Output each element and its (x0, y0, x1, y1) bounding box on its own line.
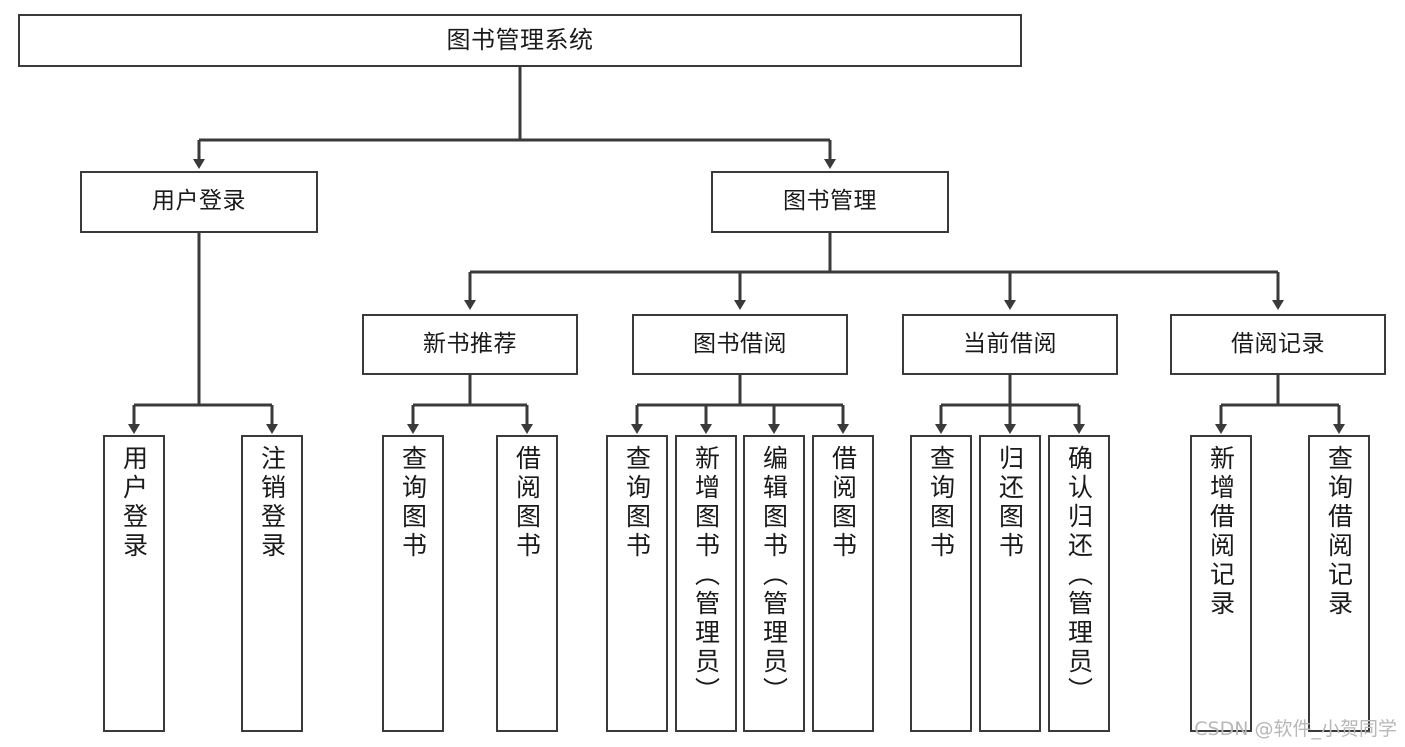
node-leaf-query-book-2[interactable]: 查询图书 (606, 435, 668, 732)
node-leaf-edit-book[interactable]: 编辑图书（管理员） (743, 435, 805, 732)
node-book-management[interactable]: 图书管理 (711, 171, 949, 233)
node-leaf-logout-login[interactable]: 注销登录 (241, 435, 303, 732)
node-label: 借阅图书 (828, 445, 858, 561)
node-label: 图书借阅 (693, 330, 787, 357)
node-label: 确认归还（管理员） (1064, 445, 1094, 706)
node-label: 借阅记录 (1231, 330, 1325, 357)
node-user-login[interactable]: 用户登录 (80, 171, 318, 233)
node-leaf-user-login[interactable]: 用户登录 (103, 435, 165, 732)
node-label: 图书管理系统 (446, 26, 594, 55)
node-label: 查询借阅记录 (1324, 445, 1354, 619)
node-label: 用户登录 (152, 188, 246, 215)
node-leaf-add-record[interactable]: 新增借阅记录 (1190, 435, 1252, 732)
node-label: 归还图书 (995, 445, 1025, 561)
node-borrow-record[interactable]: 借阅记录 (1170, 314, 1386, 375)
node-leaf-query-book-3[interactable]: 查询图书 (910, 435, 972, 732)
node-label: 新增借阅记录 (1206, 445, 1236, 619)
node-leaf-add-book[interactable]: 新增图书（管理员） (675, 435, 737, 732)
node-label: 新书推荐 (423, 330, 517, 357)
node-label: 用户登录 (119, 445, 149, 561)
node-label: 新增图书（管理员） (691, 445, 721, 706)
node-leaf-query-book-1[interactable]: 查询图书 (382, 435, 444, 732)
node-current-borrow[interactable]: 当前借阅 (902, 314, 1118, 375)
node-leaf-return-book[interactable]: 归还图书 (979, 435, 1041, 732)
node-label: 查询图书 (926, 445, 956, 561)
node-label: 当前借阅 (963, 330, 1057, 357)
node-leaf-query-record[interactable]: 查询借阅记录 (1308, 435, 1370, 732)
node-label: 查询图书 (622, 445, 652, 561)
node-leaf-borrow-book-1[interactable]: 借阅图书 (496, 435, 558, 732)
node-leaf-borrow-book-2[interactable]: 借阅图书 (812, 435, 874, 732)
node-label: 图书管理 (783, 188, 877, 215)
node-label: 编辑图书（管理员） (759, 445, 789, 706)
node-leaf-confirm-return[interactable]: 确认归还（管理员） (1048, 435, 1110, 732)
node-book-borrow[interactable]: 图书借阅 (632, 314, 848, 375)
node-label: 注销登录 (257, 445, 287, 561)
node-book-management-system[interactable]: 图书管理系统 (18, 14, 1022, 67)
node-new-book-recommend[interactable]: 新书推荐 (362, 314, 578, 375)
node-label: 借阅图书 (512, 445, 542, 561)
node-label: 查询图书 (398, 445, 428, 561)
